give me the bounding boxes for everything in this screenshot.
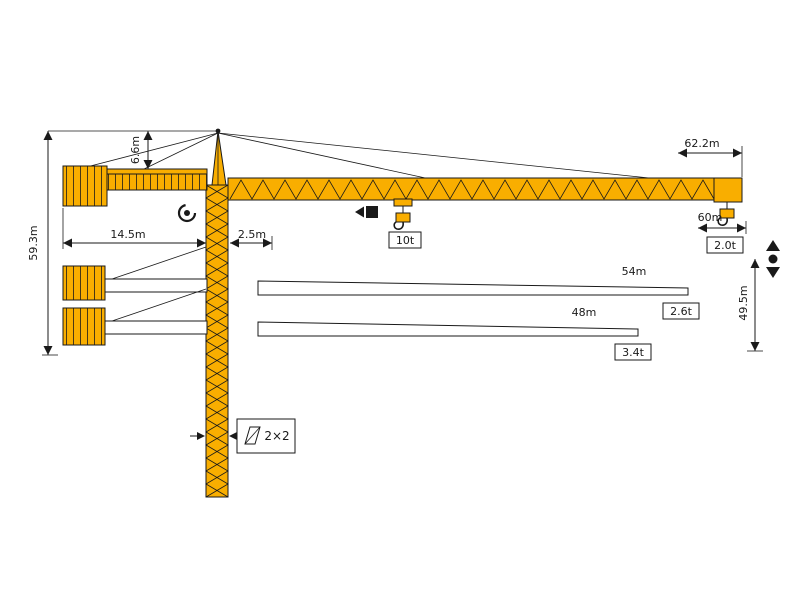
pendant-cable-jib-near <box>217 132 431 180</box>
load-48-box <box>614 343 652 361</box>
counterweight-option-a <box>62 246 208 301</box>
mast-section-label: 2×2 <box>264 429 289 443</box>
tip-load-label: 2.0t <box>714 239 736 252</box>
load-48-label: 3.4t <box>622 346 644 359</box>
counter-jib-option-a <box>104 278 208 293</box>
counterweight-option-b <box>62 288 208 346</box>
slewing-arc <box>177 203 197 223</box>
trolley-travel-square <box>366 206 378 218</box>
counterweight-a-tie <box>111 246 207 280</box>
tower-head-label: 6.6m <box>129 136 142 164</box>
tower-lattice-a <box>205 184 229 498</box>
slewing-dot <box>184 210 190 216</box>
hook-height-label: 49.5m <box>737 285 750 320</box>
max-load-label: 10t <box>396 234 415 247</box>
counterweight-hatch <box>63 166 107 206</box>
mast-width-arrow-right <box>229 432 237 440</box>
jib-girder <box>227 177 717 201</box>
load-54-box <box>662 302 700 320</box>
trolley <box>393 198 413 207</box>
jib-option-54m: 54m 2.6t <box>257 265 700 320</box>
main-jib <box>227 177 743 203</box>
max-load-box <box>388 231 422 249</box>
counterweight-b-hatch <box>63 308 105 345</box>
tower-mast-body <box>205 184 229 498</box>
counterweight-a-hatch <box>63 266 105 300</box>
pendant-cable-counterjib-far <box>74 132 219 171</box>
dimension-lines: 59.3m 6.6m 14.5m 2.5m 62.2m 60m 49.5m <box>27 130 763 356</box>
mast-width-arrow-left <box>197 432 205 440</box>
hoist-up-arrow <box>766 240 780 251</box>
jib-option-54m-outline <box>257 280 689 296</box>
tower-lattice-b <box>205 184 229 498</box>
tower-mast <box>205 128 229 498</box>
counter-jib <box>62 165 208 207</box>
hook-block <box>395 212 411 223</box>
jib-48-label: 48m <box>572 306 597 319</box>
jib-option-48m-outline <box>257 321 639 337</box>
jib-lattice <box>229 179 715 200</box>
hook-icon <box>393 221 404 230</box>
counter-jib-option-b <box>104 320 208 335</box>
hoist-down-arrow <box>766 267 780 278</box>
mast-section-box <box>236 418 296 454</box>
hoist-dot <box>768 254 778 264</box>
jib-tip-block <box>713 177 743 203</box>
trolley-travel-icon <box>355 206 378 218</box>
jib-option-48m: 48m 3.4t <box>257 306 652 361</box>
trolley-assembly <box>393 198 413 230</box>
jib-54-label: 54m <box>622 265 647 278</box>
hoist-icon <box>766 240 780 278</box>
pendant-cable-jib-far <box>217 132 698 184</box>
pendant-cable-counterjib-near <box>141 132 219 171</box>
total-height-label: 59.3m <box>27 225 40 260</box>
mast-section-icon-diagonal <box>244 426 261 445</box>
max-jib-label: 62.2m <box>684 137 719 150</box>
slewing-icon <box>177 203 197 223</box>
mast-section-callout: 2×2 <box>190 418 296 454</box>
load-54-label: 2.6t <box>670 305 692 318</box>
tower-apex-pulley <box>215 128 221 134</box>
radius60-label: 60m <box>698 211 723 224</box>
counterweight-b-tie <box>111 288 207 322</box>
counter-jib-label: 14.5m <box>110 228 145 241</box>
tip-load-box <box>706 236 744 254</box>
trolley-travel-arrow <box>355 206 364 218</box>
load-labels: 10t 2.0t <box>388 231 744 254</box>
rear-offset-label: 2.5m <box>238 228 266 241</box>
tower-head <box>211 130 227 186</box>
